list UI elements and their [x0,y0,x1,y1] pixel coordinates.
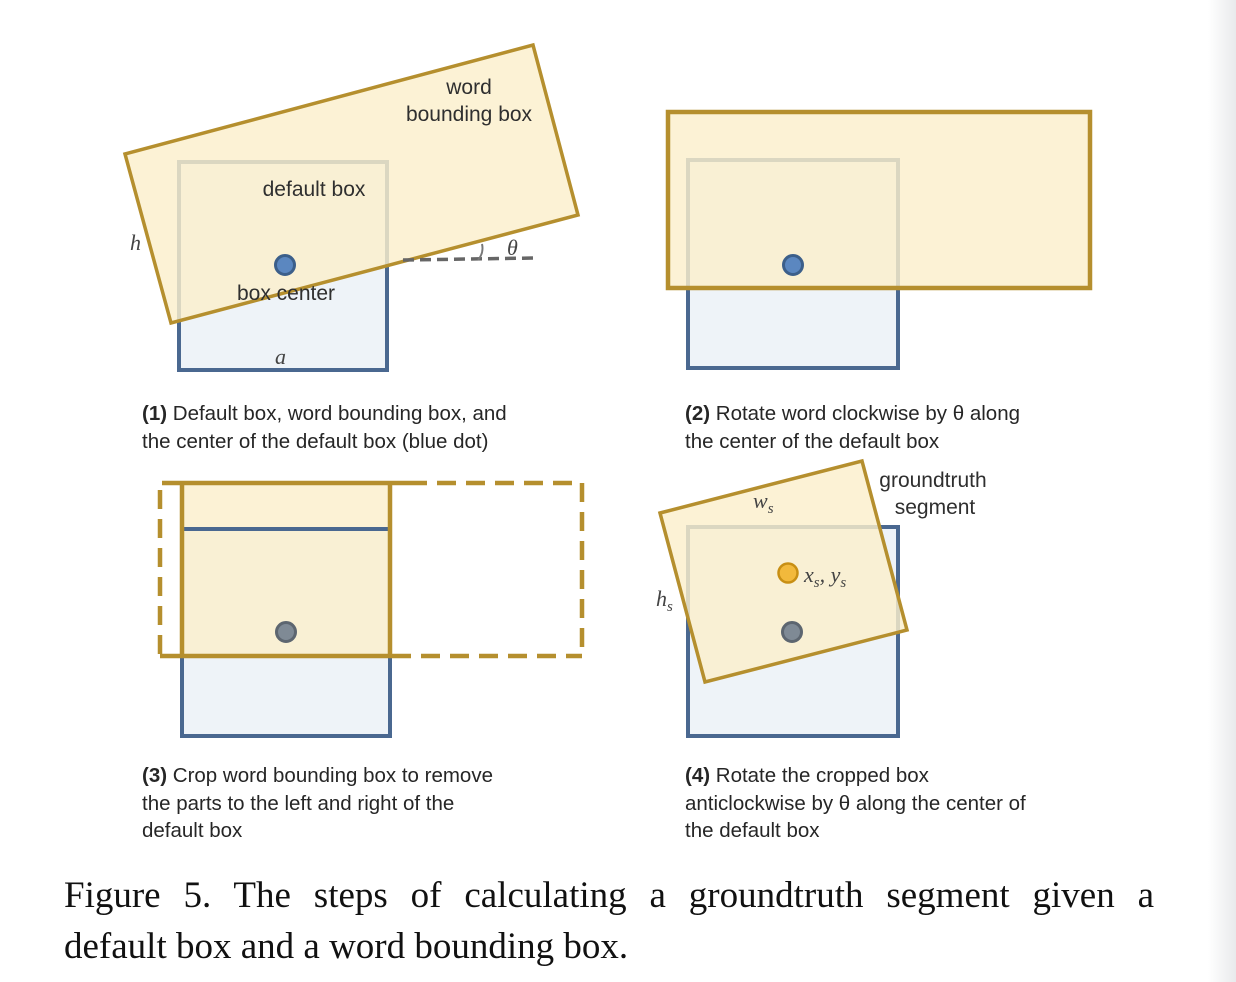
theta-reference-line [402,256,536,262]
panel-2-diagram [665,109,1093,370]
groundtruth-label-line1: groundtruth [879,469,986,492]
word-bbox-label-line2: bounding box [406,103,533,126]
panel-3-caption-line3: default box [142,819,243,842]
page-edge-shadow [1208,0,1236,982]
panel-1-number: (1) [142,402,168,425]
groundtruth-label-line2: segment [895,496,976,519]
panel-3-number: (3) [142,764,168,787]
xs-ys-label: xs, ys [803,562,846,591]
panel-3-caption-line1: Crop word bounding box to remove [167,764,493,787]
panel-1-diagram: word bounding box default box h θ box ce… [122,42,581,372]
panel-4-caption-line3: the default box [685,819,820,842]
panel-2-caption-line2: the center of the default box [685,429,940,453]
panel-2-caption-line1: Rotate word clockwise by θ along [710,402,1020,425]
box-center-dot [781,621,803,643]
panel-4-caption-line1: Rotate the cropped box [710,764,929,787]
theta-label: θ [507,235,518,260]
hs-label: hs [656,586,673,615]
word-bbox-label-line1: word [445,76,492,99]
panel-1-caption: (1) Default box, word bounding box, and … [142,400,622,455]
panel-1-caption-line2: the center of the default box (blue dot) [142,429,489,453]
box-center-dot [782,254,804,276]
panel-3-diagram [157,480,585,738]
panel-1-caption-line1: Default box, word bounding box, and [167,402,507,425]
box-center-dot [275,621,297,643]
figure-caption-line1: Figure 5. The steps of calculating a gro… [64,875,1154,916]
rotated-word-box [665,109,1093,291]
word-bounding-box [122,42,581,326]
h-label: h [130,230,141,255]
panel-3-caption: (3) Crop word bounding box to remove the… [142,762,622,845]
a-label: a [275,344,286,369]
panel-4-caption: (4) Rotate the cropped box anticlockwise… [685,762,1185,845]
figure-caption-line2: default box and a word bounding box. [64,926,629,967]
panel-4-number: (4) [685,764,711,787]
box-center-label: box center [237,282,335,305]
panel-4-diagram: groundtruth segment ws hs xs, ys [656,458,987,738]
theta-arc [477,243,484,261]
default-box-label: default box [263,178,366,201]
panel-4-caption-line2: anticlockwise by θ along the center of [685,791,1026,815]
box-center-dot [274,254,296,276]
segment-center-dot [777,562,799,584]
panel-3-caption-line2: the parts to the left and right of the [142,791,455,815]
figure-caption: Figure 5. The steps of calculating a gro… [64,870,1154,972]
panel-2-number: (2) [685,402,711,425]
panel-2-caption: (2) Rotate word clockwise by θ along the… [685,400,1185,455]
